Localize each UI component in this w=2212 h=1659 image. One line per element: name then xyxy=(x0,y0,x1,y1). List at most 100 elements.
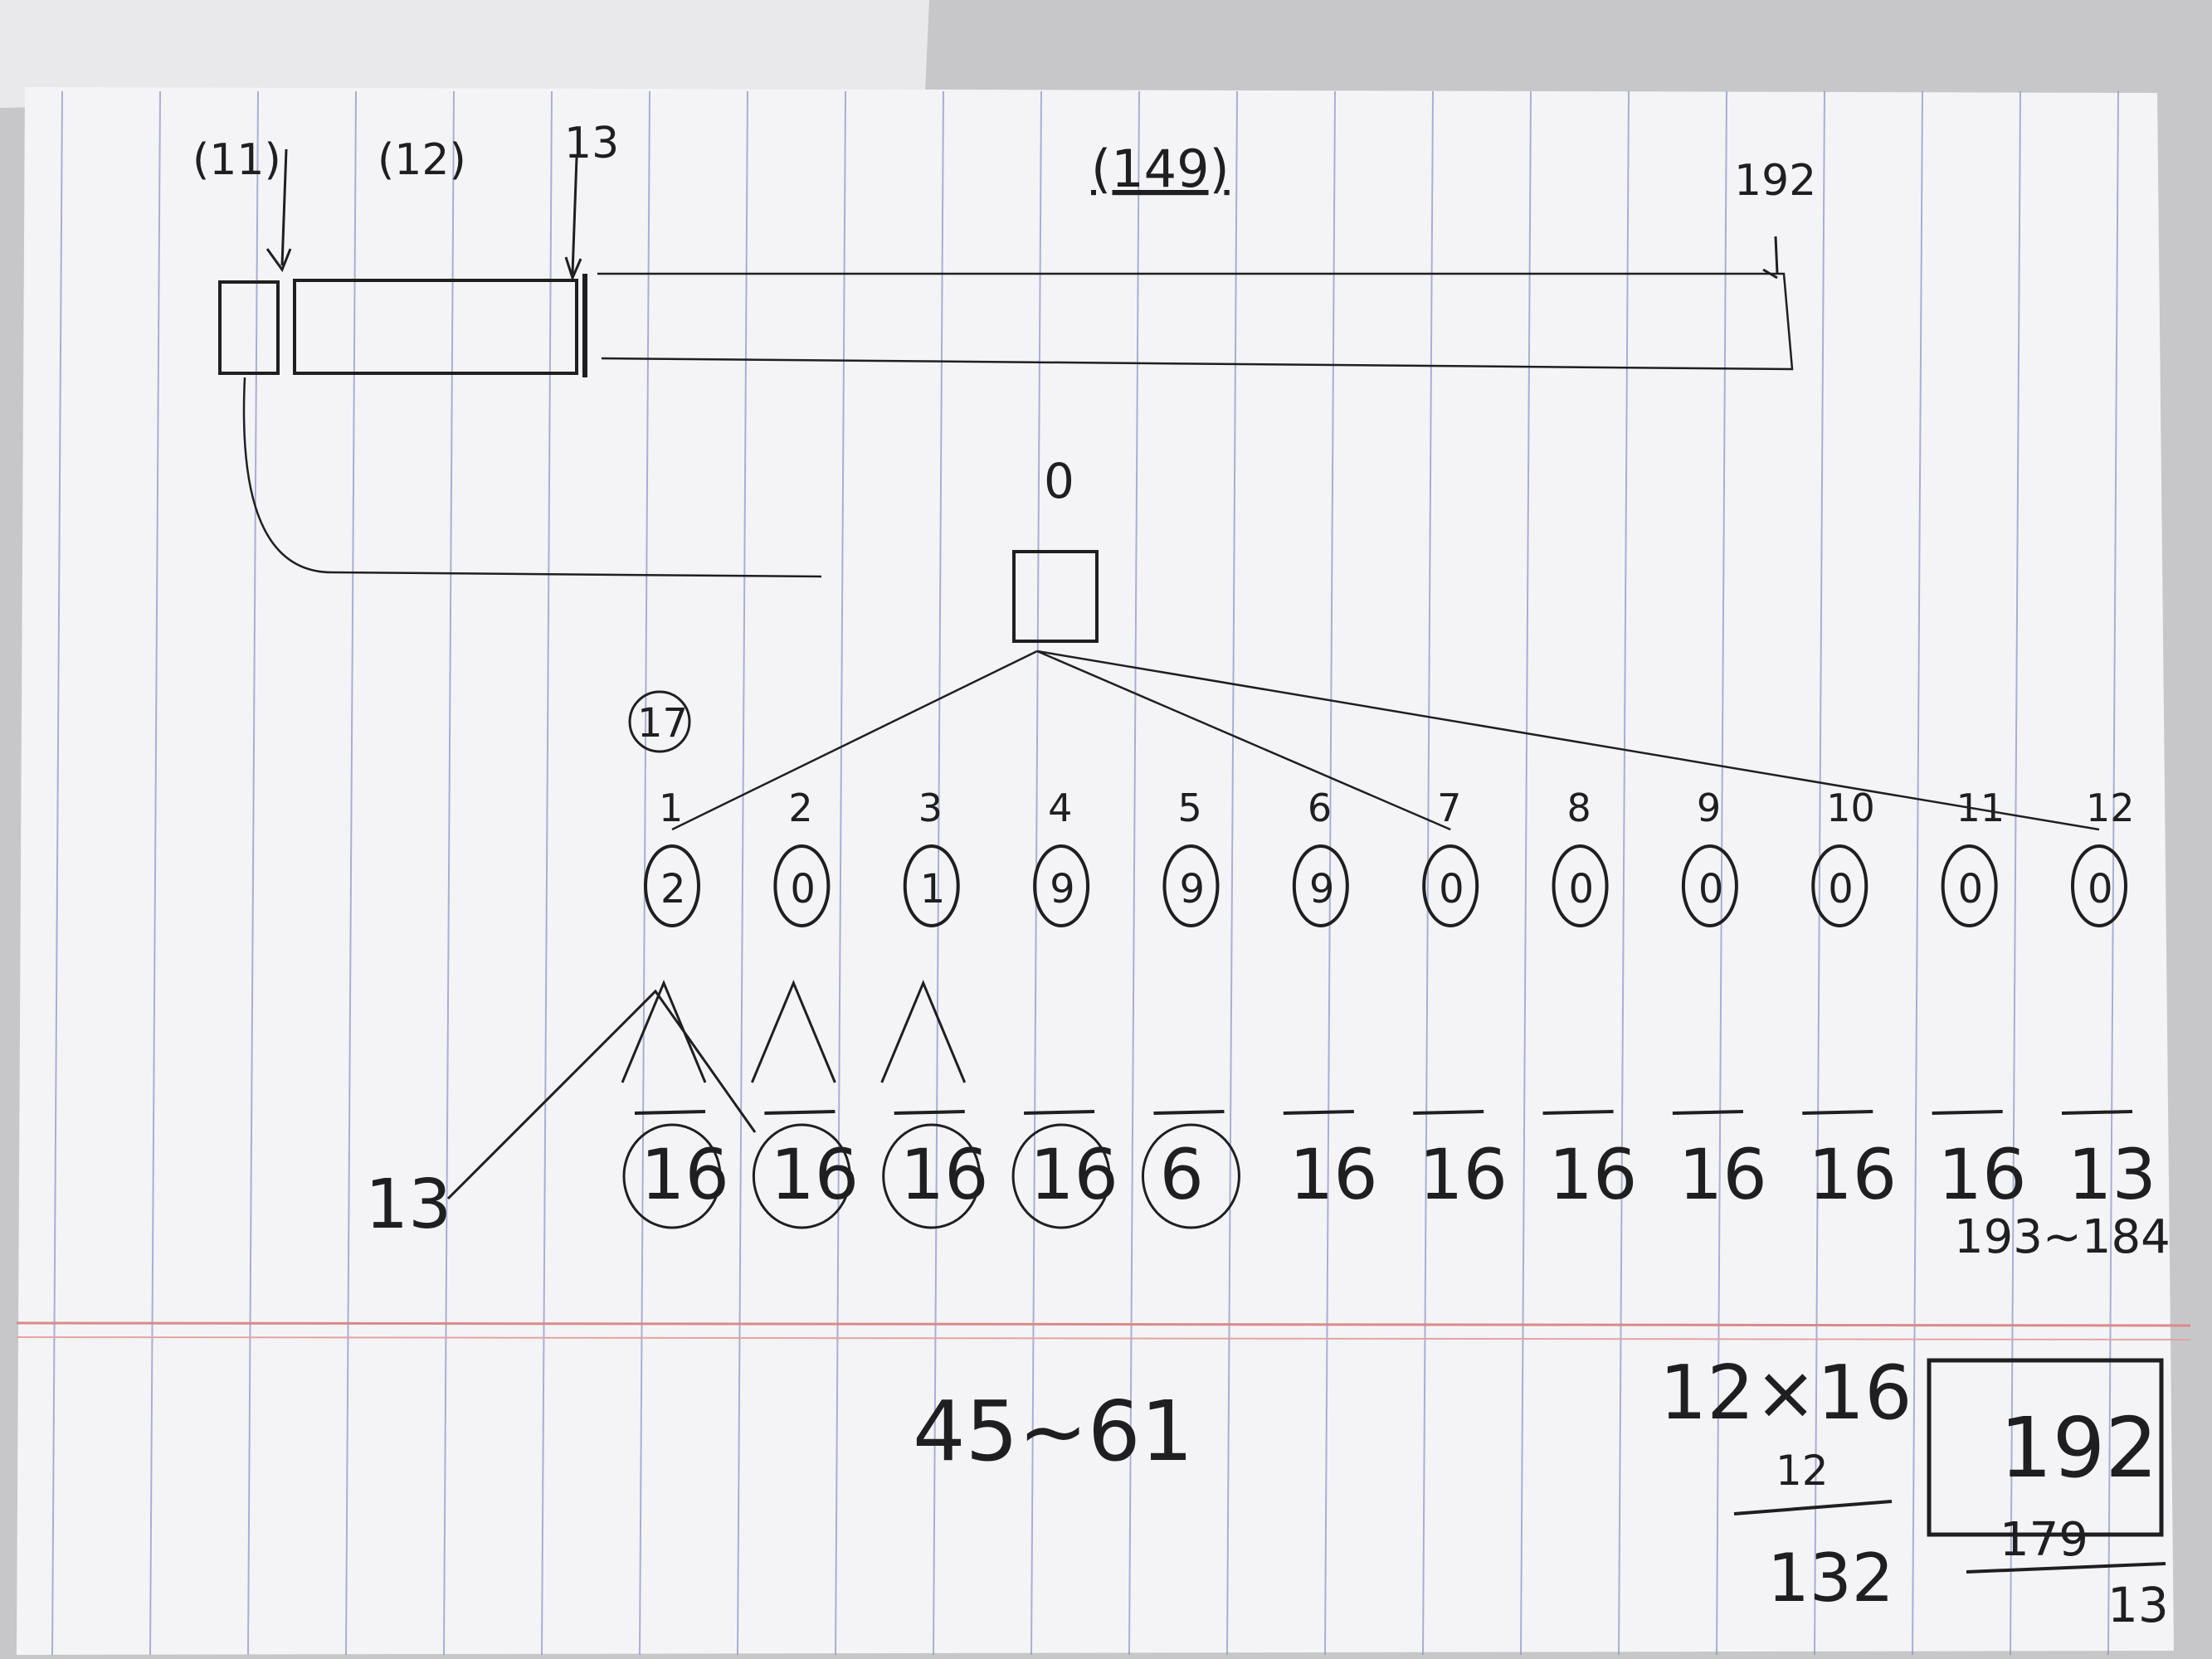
leaf-branch-1 xyxy=(621,980,707,1083)
child-node-11 xyxy=(1941,844,1998,927)
leaf-bar-8 xyxy=(1542,1110,1614,1115)
child-node-label-12: 0 xyxy=(2088,866,2113,912)
root-edge-12 xyxy=(1036,649,2100,831)
ruled-line xyxy=(639,90,650,1656)
leaf-bar-9 xyxy=(1672,1110,1743,1115)
margin-line-2 xyxy=(16,1336,2191,1340)
leaf-bar-7 xyxy=(1413,1110,1484,1115)
child-node-7 xyxy=(1422,844,1479,927)
root-edge-7 xyxy=(1036,649,1451,831)
top-bar-diagram xyxy=(218,148,1794,578)
child-node-label-3: 1 xyxy=(920,866,946,912)
calc-expr: 12×16 xyxy=(1659,1350,1912,1437)
calc-rule xyxy=(1733,1500,1893,1515)
child-index-4: 4 xyxy=(1048,786,1072,830)
child-node-label-6: 9 xyxy=(1309,866,1335,912)
notebook-page xyxy=(17,87,2174,1655)
child-index-8: 8 xyxy=(1567,786,1591,830)
ruled-line xyxy=(443,90,455,1656)
label-13: 13 xyxy=(564,119,619,168)
child-node-label-11: 0 xyxy=(1958,866,1984,912)
leaf-branch-2 xyxy=(750,980,836,1083)
leaf-bar-6 xyxy=(1283,1110,1354,1115)
leaf-label-6: 16 xyxy=(1289,1134,1378,1215)
leaf-bar-11 xyxy=(1932,1110,2003,1115)
leaf-label-3: 16 xyxy=(900,1134,989,1215)
leaf-label-10: 16 xyxy=(1808,1134,1897,1215)
child-index-2: 2 xyxy=(788,786,812,830)
child-node-3 xyxy=(903,844,960,927)
bar-curve xyxy=(242,377,822,578)
leaf-label-8: 16 xyxy=(1549,1134,1638,1215)
leaf-bar-5 xyxy=(1153,1110,1225,1115)
child-node-12 xyxy=(2071,844,2127,927)
child-node-5 xyxy=(1162,844,1220,927)
ruled-line xyxy=(1912,90,1923,1656)
child-node-label-4: 9 xyxy=(1050,866,1075,912)
root-edge-1 xyxy=(671,649,1038,831)
label-149: (149) xyxy=(1091,139,1230,199)
ruled-line xyxy=(737,90,748,1656)
child-index-9: 9 xyxy=(1697,786,1721,830)
leaf-label-1: 16 xyxy=(641,1134,729,1215)
child-index-6: 6 xyxy=(1308,786,1332,830)
child-node-4 xyxy=(1033,844,1090,927)
label-192: 192 xyxy=(1734,156,1816,206)
child-node-label-7: 0 xyxy=(1439,866,1464,912)
ruled-line xyxy=(149,90,161,1656)
calc-result: 132 xyxy=(1767,1540,1894,1617)
margin-line xyxy=(16,1321,2191,1327)
leaf-circle-3 xyxy=(882,1123,982,1229)
child-node-9 xyxy=(1681,844,1738,927)
range-left: 45~61 xyxy=(913,1383,1193,1480)
calc-boxed: 192 xyxy=(2000,1399,2158,1496)
leaf-label-5: 6 xyxy=(1159,1134,1203,1215)
child-node-label-1: 2 xyxy=(660,866,686,912)
arrow-13 xyxy=(564,157,582,282)
child-node-label-10: 0 xyxy=(1828,866,1854,912)
first-branch-lines xyxy=(446,989,757,1200)
child-index-7: 7 xyxy=(1437,786,1461,830)
leaf-bar-2 xyxy=(764,1110,836,1115)
tree-diagram: 1216201631164916596691670168016901610016… xyxy=(446,649,2156,1229)
arrow-192 xyxy=(1762,236,1779,280)
leaf-circle-1 xyxy=(622,1123,722,1229)
calc-rule-2 xyxy=(1966,1562,2166,1574)
ruled-line xyxy=(933,90,944,1656)
calc-sub: 179 xyxy=(2000,1513,2088,1567)
ruled-line xyxy=(1324,90,1336,1656)
child-index-5: 5 xyxy=(1177,786,1201,830)
bar-cell-12 xyxy=(293,279,578,375)
calc-diff: 13 xyxy=(2107,1577,2169,1633)
label-11: (11) xyxy=(192,135,281,185)
ruled-line xyxy=(1814,90,1825,1656)
calc-box xyxy=(1927,1358,2164,1537)
child-node-2 xyxy=(773,844,831,927)
calc-partial: 12 xyxy=(1776,1447,1829,1495)
leaf-label-2: 16 xyxy=(770,1134,859,1215)
leaf-label-4: 16 xyxy=(1030,1134,1118,1215)
child-node-10 xyxy=(1811,844,1869,927)
child-node-label-9: 0 xyxy=(1698,866,1724,912)
leaf-label-12: 13 xyxy=(2068,1134,2156,1215)
leaf-label-7: 16 xyxy=(1419,1134,1508,1215)
ruled-line xyxy=(1422,90,1434,1656)
leaf-circle-2 xyxy=(752,1123,851,1229)
first-branch-13: 13 xyxy=(365,1165,451,1244)
leaf-circle-4 xyxy=(1011,1123,1111,1229)
leaf-bar-12 xyxy=(2061,1110,2133,1115)
child-node-label-8: 0 xyxy=(1569,866,1595,912)
calculation: 12×16 12 132 192 179 13 xyxy=(1659,1350,2169,1633)
ruled-line xyxy=(1716,90,1727,1656)
child-index-11: 11 xyxy=(1956,786,2005,830)
note-17: 17 xyxy=(637,700,688,747)
leaf-branch-3 xyxy=(880,980,967,1083)
child-node-label-5: 9 xyxy=(1179,866,1205,912)
ruled-line xyxy=(541,90,553,1656)
leaf-bar-1 xyxy=(634,1110,706,1115)
child-node-8 xyxy=(1552,844,1609,927)
child-index-3: 3 xyxy=(918,786,943,830)
ruled-line xyxy=(1128,90,1140,1656)
bar-cell-11 xyxy=(218,280,280,375)
child-index-1: 1 xyxy=(659,786,683,830)
